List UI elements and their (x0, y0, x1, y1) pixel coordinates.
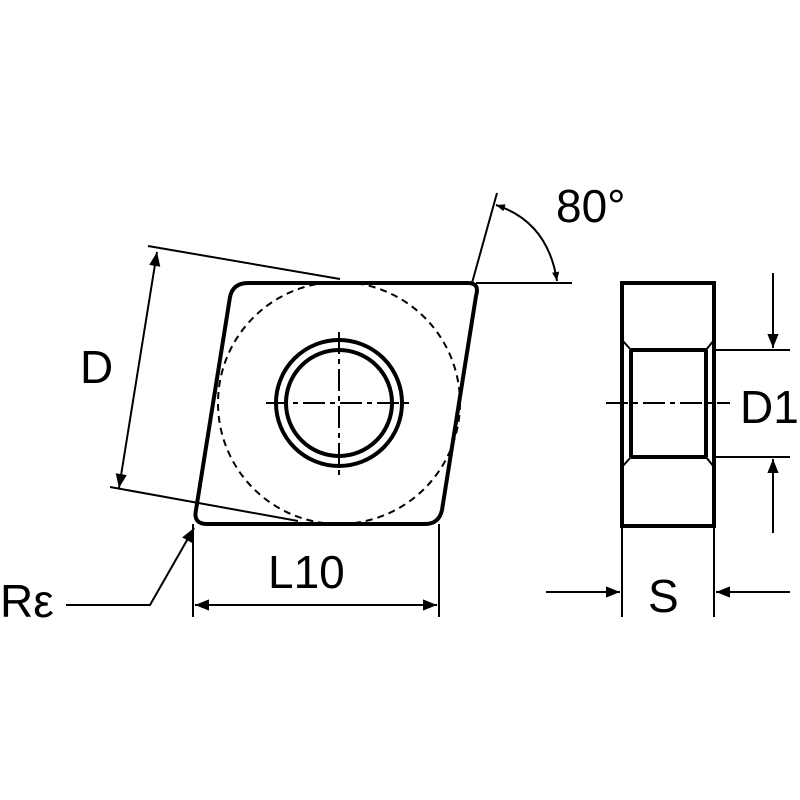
chamfer-top-left (621, 339, 632, 351)
angle-arc (495, 204, 560, 282)
insert-top-view (193, 281, 479, 526)
dimension-line-d (115, 251, 161, 489)
insert-outline (193, 281, 479, 526)
leader-line (66, 527, 195, 606)
extension-line-lower (109, 486, 299, 522)
corner-radius-leader (66, 527, 195, 606)
label-d: D (80, 341, 113, 393)
insert-side-view (606, 281, 730, 528)
hole-inner-circle (284, 348, 394, 458)
label-corner-radius: Rε (0, 575, 54, 627)
inscribed-circle (217, 281, 461, 525)
label-s: S (648, 570, 679, 622)
chamfer-bottom-left (621, 456, 632, 468)
angle-extension-line (471, 192, 498, 284)
label-d1: D1 (740, 381, 799, 433)
label-l10: L10 (268, 546, 345, 598)
side-view-outline (620, 281, 716, 528)
angle-80 (471, 192, 572, 284)
dimension-d (109, 245, 341, 522)
dimension-d1 (714, 273, 790, 533)
label-angle: 80° (556, 180, 626, 232)
dimension-s (546, 526, 790, 617)
chamfer-bottom-right (705, 456, 715, 468)
chamfer-top-right (705, 339, 715, 351)
extension-line-upper (147, 245, 341, 280)
